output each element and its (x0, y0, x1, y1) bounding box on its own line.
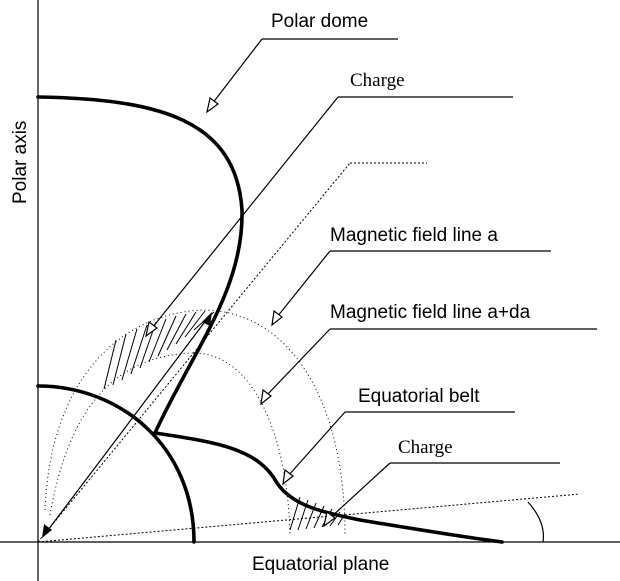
equatorial-belt-curve (153, 431, 504, 544)
star-surface-curve (36, 384, 196, 544)
upper-charge-hatch (103, 310, 215, 390)
charge-top-label: Charge (350, 70, 405, 91)
arrowhead-down (42, 524, 52, 538)
field-line-a-da-leader (260, 328, 597, 406)
polar-dome-leader (206, 38, 398, 114)
field-line-a-da-curve (49, 352, 291, 536)
angle-arc (527, 501, 545, 543)
field-line-a-label: Magnetic field line a (330, 225, 498, 246)
polar-dome-label: Polar dome (271, 11, 368, 32)
polar-axis-label: Polar axis (10, 121, 31, 204)
cone-line-steep (37, 162, 351, 543)
charge-double-arrow (47, 314, 211, 531)
charge-bottom-label: Charge (398, 437, 453, 458)
charge-bottom-leader (323, 462, 560, 528)
charge-top-leader (145, 96, 513, 338)
polar-dome-curve (36, 95, 244, 435)
arrowhead-up (202, 312, 212, 326)
lower-charge-hatch (289, 496, 346, 531)
equatorial-belt-label: Equatorial belt (358, 386, 480, 407)
equatorial-plane-label: Equatorial plane (252, 554, 389, 575)
cone-line-shallow (37, 493, 581, 543)
field-line-a-leader (271, 250, 551, 327)
field-line-a-curve (44, 309, 346, 536)
equatorial-belt-leader (282, 411, 515, 486)
field-line-a-da-label: Magnetic field line a+da (330, 302, 531, 323)
